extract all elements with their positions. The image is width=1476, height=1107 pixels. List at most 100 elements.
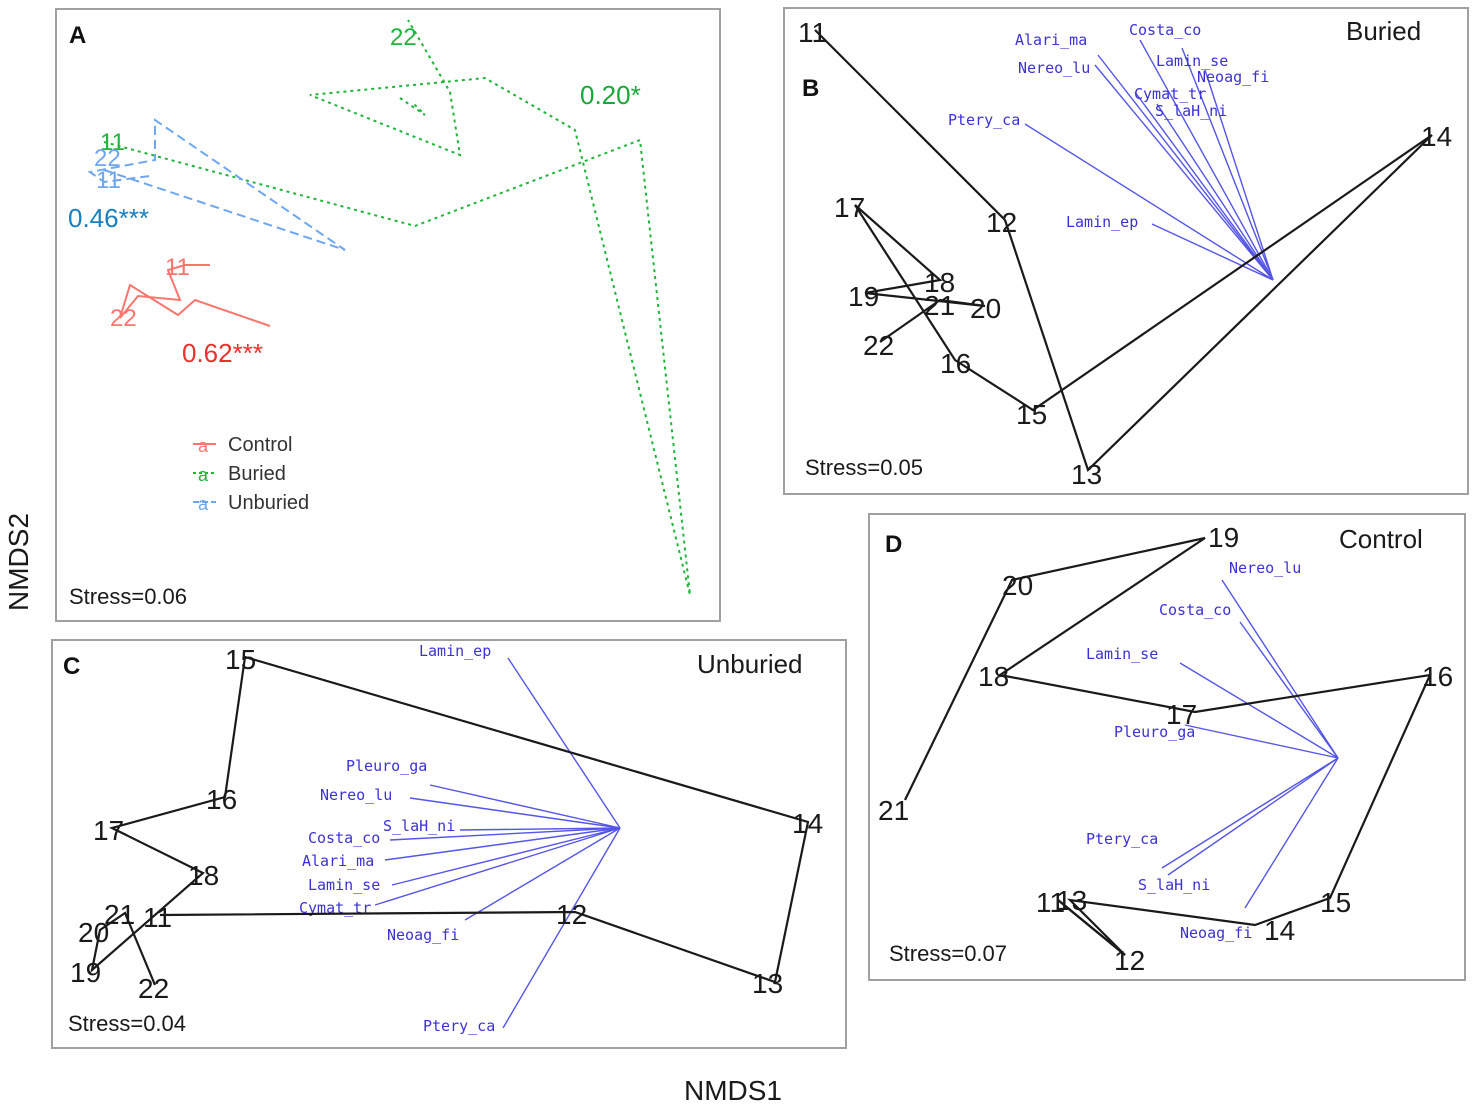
panel-b-trajectory bbox=[814, 29, 1433, 473]
vector-lamin-ep bbox=[507, 657, 621, 829]
panel-b: B Buried Alari_ma Costa_co Nereo_lu Lami… bbox=[783, 7, 1469, 495]
panel-a-stress: Stress=0.06 bbox=[69, 584, 187, 609]
vector-ptery-ca bbox=[1161, 757, 1339, 869]
vector-label: Alari_ma bbox=[1015, 31, 1087, 49]
panel-c-letter: C bbox=[63, 653, 80, 680]
vector-cymat-tr bbox=[1134, 91, 1274, 281]
vector-label: Neoag_fi bbox=[1197, 68, 1269, 86]
vector-label: Lamin_ep bbox=[419, 642, 491, 660]
panel-d-trajectory bbox=[904, 536, 1432, 956]
unburied-start-label: 11 bbox=[96, 167, 121, 194]
vector-label: Lamin_se bbox=[1156, 52, 1228, 70]
vector-pleuro-ga bbox=[1184, 724, 1339, 759]
point-label: 15 bbox=[1016, 399, 1047, 430]
vector-label: Pleuro_ga bbox=[346, 757, 427, 775]
panel-c-vector-labels: Lamin_ep Pleuro_ga Nereo_lu S_laH_ni Cos… bbox=[299, 642, 495, 1035]
legend-unburied-label: Unburied bbox=[228, 492, 309, 514]
vector-label: Lamin_se bbox=[1086, 645, 1158, 663]
point-label: 21 bbox=[924, 290, 955, 321]
panel-c-trajectory bbox=[90, 655, 810, 986]
legend-control-glyph: a bbox=[198, 436, 209, 456]
vector-lamin-se bbox=[1181, 47, 1274, 281]
vector-label: S_laH_ni bbox=[1155, 102, 1227, 120]
vector-label: Nereo_lu bbox=[1018, 59, 1090, 77]
point-label: 14 bbox=[792, 808, 823, 839]
point-label: 11 bbox=[143, 902, 172, 933]
panel-d-vectors bbox=[1161, 579, 1339, 909]
point-label: 11 bbox=[798, 17, 827, 48]
point-label: 22 bbox=[863, 330, 894, 361]
point-label: 15 bbox=[225, 644, 256, 675]
vector-label: Lamin_se bbox=[308, 876, 380, 894]
point-label: 20 bbox=[1002, 570, 1033, 601]
vector-alari-ma bbox=[384, 827, 621, 861]
legend-unburied-glyph: a bbox=[198, 494, 209, 514]
vector-costa-co bbox=[1139, 39, 1274, 281]
vector-neoag-fi bbox=[1244, 757, 1339, 909]
panel-d-trajectory-loop bbox=[1057, 899, 1126, 956]
panel-c-title: Unburied bbox=[697, 649, 803, 679]
vector-s-lah-ni bbox=[1167, 757, 1339, 876]
point-label: 20 bbox=[970, 293, 1001, 324]
vector-costa-co bbox=[1239, 621, 1339, 759]
buried-statistic: 0.20* bbox=[580, 80, 641, 110]
point-label: 14 bbox=[1421, 121, 1452, 152]
panel-b-frame bbox=[783, 7, 1469, 495]
panel-c-frame bbox=[51, 639, 847, 1049]
vector-s-lah-ni bbox=[1156, 103, 1274, 281]
control-start-label: 11 bbox=[165, 254, 190, 281]
point-label: 21 bbox=[878, 795, 909, 826]
vector-label: Cymat_tr bbox=[1134, 85, 1206, 103]
x-axis-label: NMDS1 bbox=[684, 1075, 782, 1106]
unburied-trajectory bbox=[87, 118, 346, 251]
point-label: 18 bbox=[188, 860, 219, 891]
vector-label: S_laH_ni bbox=[1138, 876, 1210, 894]
vector-ptery-ca bbox=[502, 827, 621, 1029]
unburied-end-label: 22 bbox=[94, 145, 121, 172]
vector-nereo-lu bbox=[409, 797, 621, 829]
vector-label: Alari_ma bbox=[302, 852, 374, 870]
vector-ptery-ca bbox=[1024, 123, 1274, 281]
panel-d-stress: Stress=0.07 bbox=[889, 941, 1007, 966]
buried-trajectory bbox=[103, 19, 691, 596]
vector-label: Costa_co bbox=[1129, 21, 1201, 39]
control-end-label: 22 bbox=[110, 305, 137, 332]
panel-c-stress: Stress=0.04 bbox=[68, 1011, 186, 1036]
legend: a Control a Buried a Unburied bbox=[193, 434, 309, 514]
vector-label: Cymat_tr bbox=[299, 899, 371, 917]
vector-label: Ptery_ca bbox=[948, 111, 1020, 129]
vector-label: Nereo_lu bbox=[320, 786, 392, 804]
vector-lamin-se bbox=[391, 827, 621, 886]
panel-d-point-labels: 11 12 13 14 15 16 17 18 19 20 21 bbox=[878, 522, 1453, 976]
point-label: 22 bbox=[138, 973, 169, 1004]
point-label: 16 bbox=[940, 348, 971, 379]
point-label: 18 bbox=[978, 661, 1009, 692]
vector-alari-ma bbox=[1097, 54, 1274, 281]
vector-neoag-fi bbox=[1204, 69, 1274, 281]
point-label: 12 bbox=[986, 207, 1017, 238]
point-label: 20 bbox=[78, 917, 109, 948]
unburied-statistic: 0.46*** bbox=[68, 203, 149, 233]
control-trajectory bbox=[119, 264, 271, 327]
vector-lamin-ep bbox=[1151, 223, 1274, 281]
vector-label: Costa_co bbox=[308, 829, 380, 847]
panel-d-frame bbox=[868, 513, 1466, 981]
vector-label: Lamin_ep bbox=[1066, 213, 1138, 231]
vector-label: Neoag_fi bbox=[1180, 924, 1252, 942]
point-label: 21 bbox=[104, 899, 135, 930]
panel-b-vectors bbox=[1024, 39, 1274, 281]
panel-c: C Unburied Lamin_ep Pleuro_ga Nereo_lu S… bbox=[51, 639, 847, 1049]
vector-label: Neoag_fi bbox=[387, 926, 459, 944]
point-label: 12 bbox=[556, 899, 587, 930]
vector-lamin-se bbox=[1179, 662, 1339, 759]
point-label: 19 bbox=[848, 281, 879, 312]
vector-pleuro-ga bbox=[429, 784, 621, 829]
panel-b-title: Buried bbox=[1346, 16, 1421, 46]
point-label: 19 bbox=[1208, 522, 1239, 553]
vector-label: Ptery_ca bbox=[1086, 830, 1158, 848]
point-label: 18 bbox=[924, 267, 955, 298]
vector-label: S_laH_ni bbox=[383, 817, 455, 835]
legend-control-label: Control bbox=[228, 434, 292, 456]
vector-label: Ptery_ca bbox=[423, 1017, 495, 1035]
